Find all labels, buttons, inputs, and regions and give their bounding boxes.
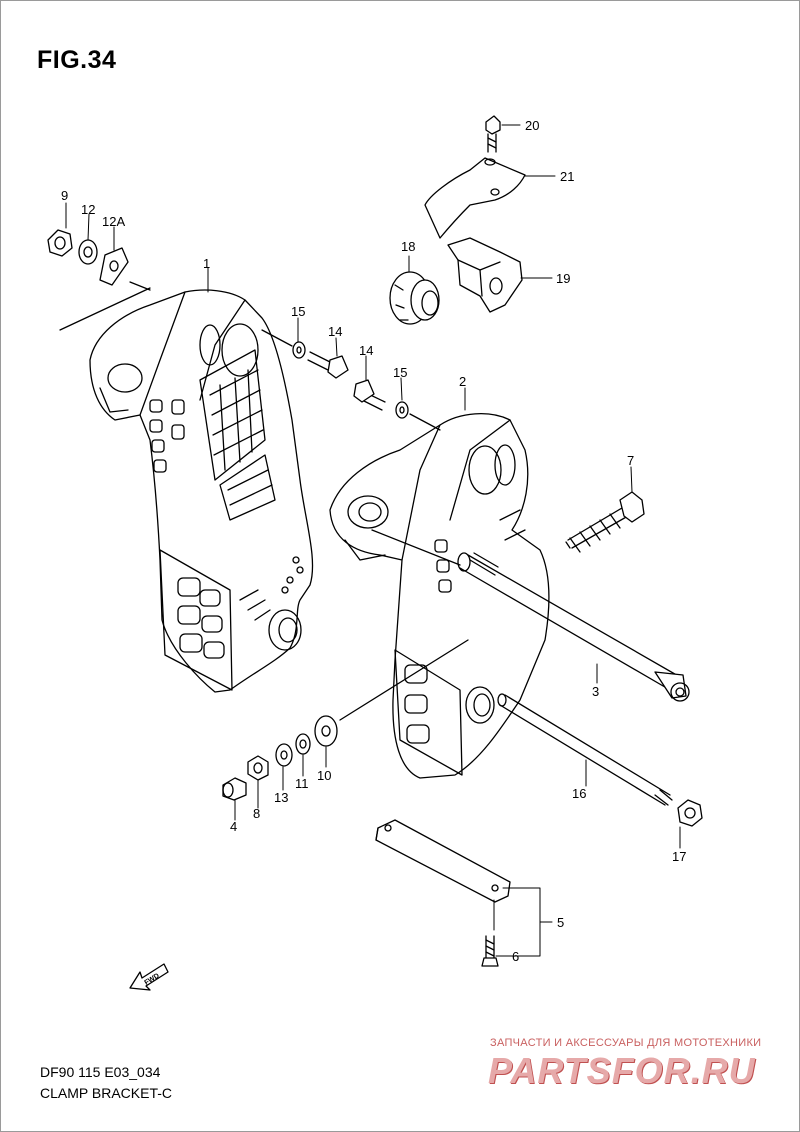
label-17: 17 <box>672 849 686 864</box>
label-19: 19 <box>556 271 570 286</box>
bolt-washer-set <box>261 329 441 431</box>
flange-nut <box>677 799 703 827</box>
label-15b: 15 <box>393 365 407 380</box>
anode-plate <box>375 819 511 903</box>
diagram-name: CLAMP BRACKET-C <box>40 1085 172 1101</box>
clamp-bracket-starboard <box>89 289 314 693</box>
label-11: 11 <box>295 776 309 791</box>
label-12: 12 <box>81 202 95 217</box>
label-4: 4 <box>230 819 237 834</box>
label-8: 8 <box>253 806 260 821</box>
fwd-direction-arrow: FWD <box>129 963 169 991</box>
figure-title: FIG.34 <box>37 46 117 74</box>
reverse-lock-shaft <box>497 693 673 806</box>
label-7: 7 <box>627 453 634 468</box>
leader-lines <box>65 124 681 957</box>
clamp-bracket-port <box>329 413 550 779</box>
label-10: 10 <box>317 768 331 783</box>
label-3: 3 <box>592 684 599 699</box>
label-9: 9 <box>61 188 68 203</box>
label-1: 1 <box>203 256 210 271</box>
nut-washer-set <box>47 229 151 331</box>
tilt-shaft <box>371 529 690 702</box>
label-13: 13 <box>274 790 288 805</box>
label-15a: 15 <box>291 304 305 319</box>
label-14a: 14 <box>328 324 342 339</box>
anode-bolt <box>481 935 499 967</box>
bushing-and-clip-set <box>389 115 526 325</box>
label-20: 20 <box>525 118 539 133</box>
label-2: 2 <box>459 374 466 389</box>
long-bolt <box>565 491 645 553</box>
part-labels: 9 12 12A 1 15 14 14 15 2 7 3 16 17 5 6 4… <box>61 118 686 964</box>
label-18: 18 <box>401 239 415 254</box>
label-21: 21 <box>560 169 574 184</box>
watermark-logo: PARTSFOR.RU <box>488 1050 756 1091</box>
label-12a: 12A <box>102 214 125 229</box>
washer-stack <box>222 639 469 801</box>
label-16: 16 <box>572 786 586 801</box>
label-14b: 14 <box>359 343 373 358</box>
label-5: 5 <box>557 915 564 930</box>
label-6: 6 <box>512 949 519 964</box>
diagram-code: DF90 115 E03_034 <box>40 1064 161 1080</box>
fwd-label: FWD <box>144 972 161 986</box>
watermark-tagline: ЗАПЧАСТИ И АКСЕССУАРЫ ДЛЯ МОТОТЕХНИКИ <box>490 1037 762 1049</box>
